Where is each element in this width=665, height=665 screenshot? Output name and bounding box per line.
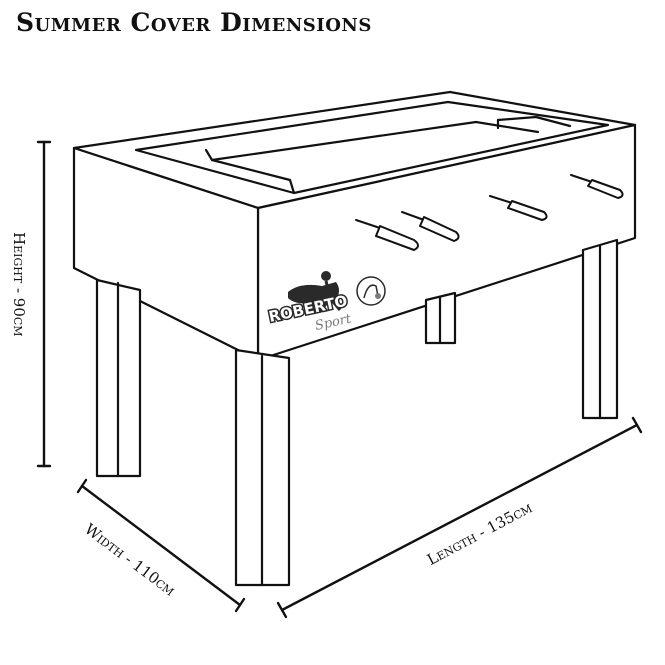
rod-1: [355, 219, 419, 251]
page-title: Summer Cover Dimensions: [16, 8, 372, 37]
length-dimension-line: [276, 416, 643, 619]
roberto-sport-logo: ROBERTO Sport: [266, 271, 386, 334]
rod-3: [489, 195, 548, 221]
height-dimension-line: [36, 140, 52, 468]
width-dimension-line: [76, 478, 246, 613]
rod-2: [401, 211, 460, 242]
height-label: Height - 90cm: [10, 232, 28, 337]
rod-4: [570, 174, 624, 199]
playfield-inner: [134, 100, 610, 195]
